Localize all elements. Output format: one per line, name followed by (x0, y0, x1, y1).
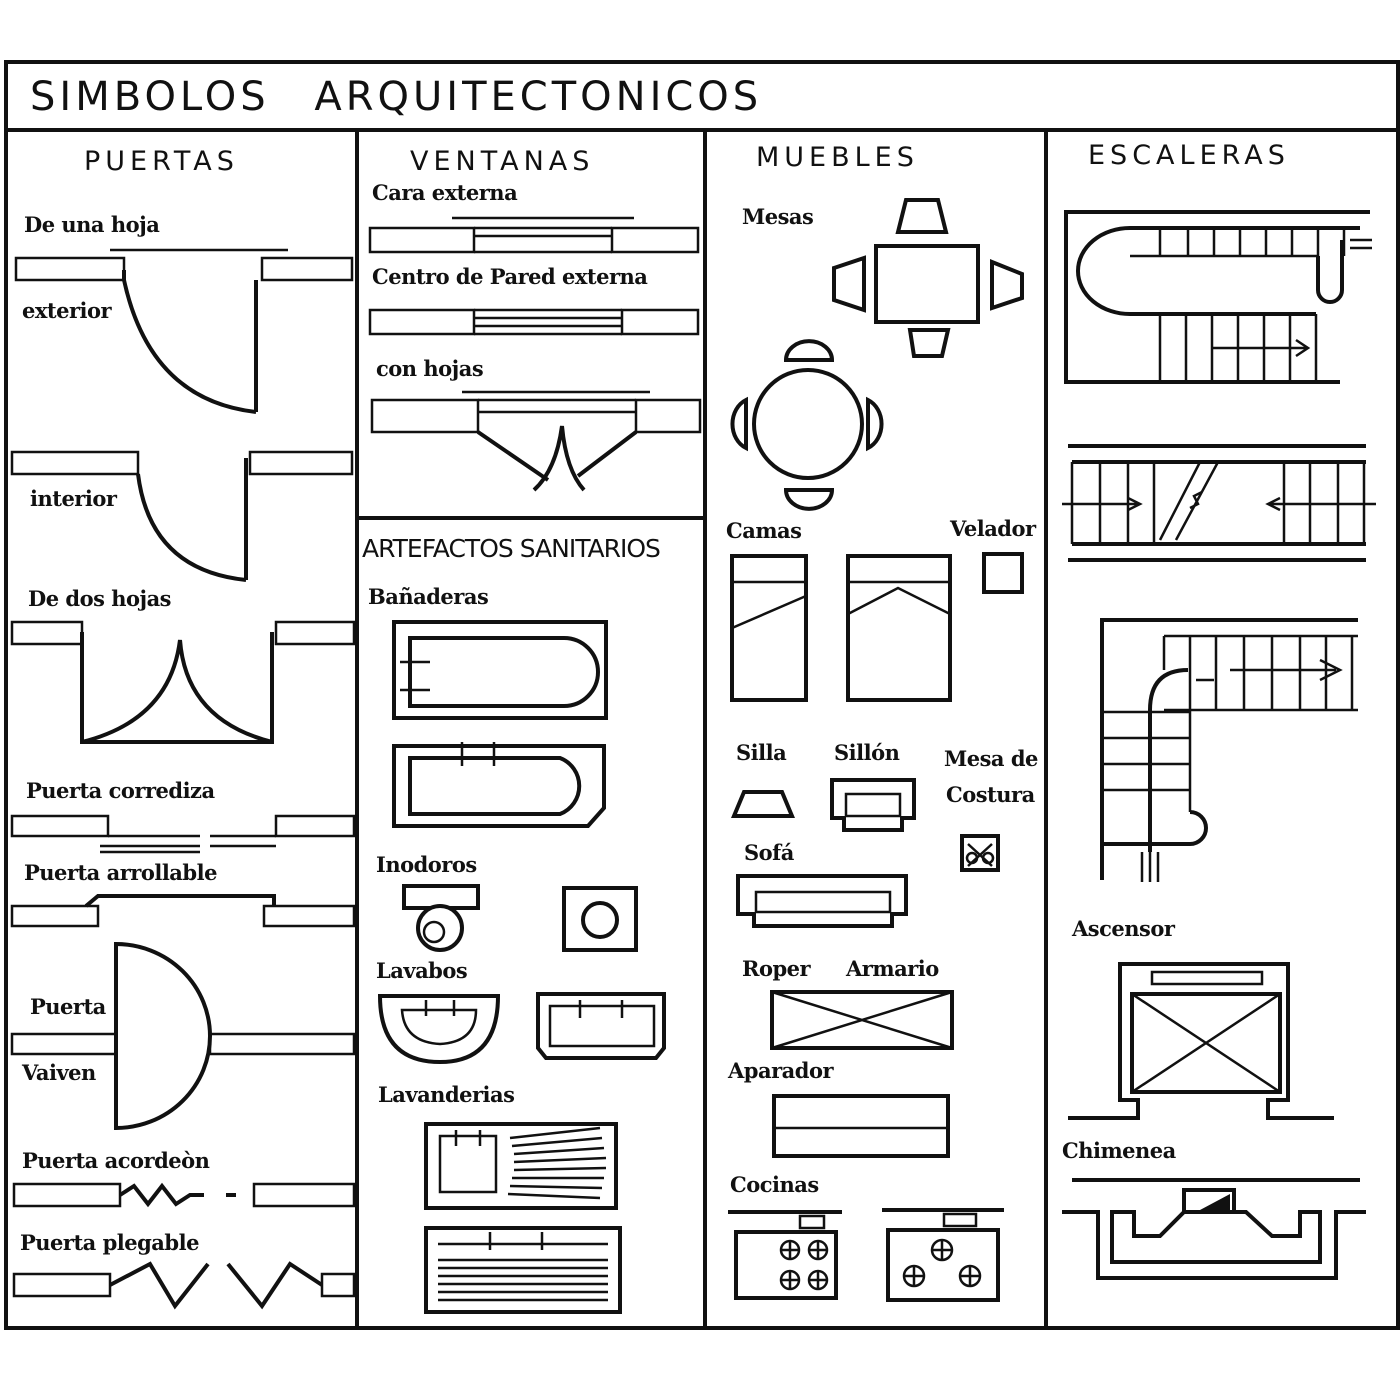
label-velador: Velador (950, 516, 1036, 541)
sofa (736, 874, 908, 928)
elevator (1068, 962, 1334, 1120)
section-header-sanitarios: ARTEFACTOS SANITARIOS (362, 534, 661, 563)
fireplace (1062, 1178, 1366, 1280)
bed-1 (730, 554, 808, 702)
door-accordion (12, 1182, 356, 1208)
window-wall-center (368, 308, 700, 336)
label-mesas: Mesas (742, 204, 814, 229)
label-arrollable: Puerta arrollable (24, 860, 217, 885)
bathtub-2 (392, 742, 606, 828)
stair-straight-section (1062, 444, 1376, 562)
door-single-interior (10, 450, 354, 582)
door-single-exterior (14, 248, 354, 414)
wardrobe (770, 990, 954, 1050)
label-camas: Camas (726, 518, 802, 543)
label-una-hoja: De una hoja (24, 212, 160, 237)
stair-u-shape (1064, 210, 1372, 384)
sideboard (772, 1094, 950, 1158)
door-sliding (10, 814, 356, 854)
basin-round (377, 994, 501, 1065)
label-roper: Roper (742, 956, 811, 981)
label-corrediza: Puerta corrediza (26, 778, 215, 803)
label-sillon: Sillón (834, 740, 900, 765)
label-acordeon: Puerta acordeòn (22, 1148, 210, 1173)
laundry-1 (424, 1122, 618, 1210)
label-puerta: Puerta (30, 994, 106, 1019)
stove-2 (882, 1208, 1004, 1302)
page-title: SIMBOLOS ARQUITECTONICOS (30, 74, 763, 120)
label-interior: interior (30, 486, 117, 511)
label-exterior: exterior (22, 298, 112, 323)
nightstand (982, 552, 1024, 594)
label-banaderas: Bañaderas (368, 584, 489, 609)
label-inodoros: Inodoros (376, 852, 477, 877)
chair (731, 790, 795, 818)
sewing-table (960, 834, 1000, 872)
toilet (402, 884, 480, 952)
door-double (10, 620, 356, 744)
label-aparador: Aparador (728, 1058, 834, 1083)
table-round (730, 339, 884, 511)
label-lavanderias: Lavanderias (378, 1082, 515, 1107)
frame-lines (4, 60, 1400, 1330)
label-costura: Costura (946, 782, 1035, 807)
label-silla: Silla (736, 740, 787, 765)
label-con-hojas: con hojas (376, 356, 484, 381)
label-ascensor: Ascensor (1072, 916, 1175, 941)
section-header-muebles: MUEBLES (756, 142, 919, 173)
window-with-sashes (370, 390, 702, 492)
bed-2 (846, 554, 952, 702)
label-sofa: Sofá (744, 840, 794, 865)
label-chimenea: Chimenea (1062, 1138, 1176, 1163)
label-dos-hojas: De dos hojas (28, 586, 172, 611)
basin-rect (536, 992, 666, 1060)
stair-l-shape (1100, 618, 1358, 882)
label-cocinas: Cocinas (730, 1172, 819, 1197)
laundry-2 (424, 1226, 622, 1314)
door-swing (10, 941, 356, 1131)
window-external-face (368, 216, 700, 254)
section-header-puertas: PUERTAS (84, 146, 239, 177)
label-vaiven: Vaiven (22, 1060, 96, 1085)
label-cara-externa: Cara externa (372, 180, 518, 205)
label-mesa-de: Mesa de (944, 746, 1038, 771)
label-lavabos: Lavabos (376, 958, 468, 983)
label-centro-pared: Centro de Pared externa (372, 264, 648, 289)
table-rectangular (832, 198, 1024, 358)
section-header-escaleras: ESCALERAS (1088, 140, 1290, 171)
section-header-ventanas: VENTANAS (410, 146, 595, 177)
bidet (562, 886, 638, 952)
label-armario: Armario (846, 956, 939, 981)
bathtub-1 (392, 620, 608, 720)
door-rolling (10, 894, 356, 928)
door-folding (12, 1261, 356, 1310)
armchair (830, 778, 916, 832)
stove-1 (728, 1210, 842, 1300)
label-plegable: Puerta plegable (20, 1230, 199, 1255)
